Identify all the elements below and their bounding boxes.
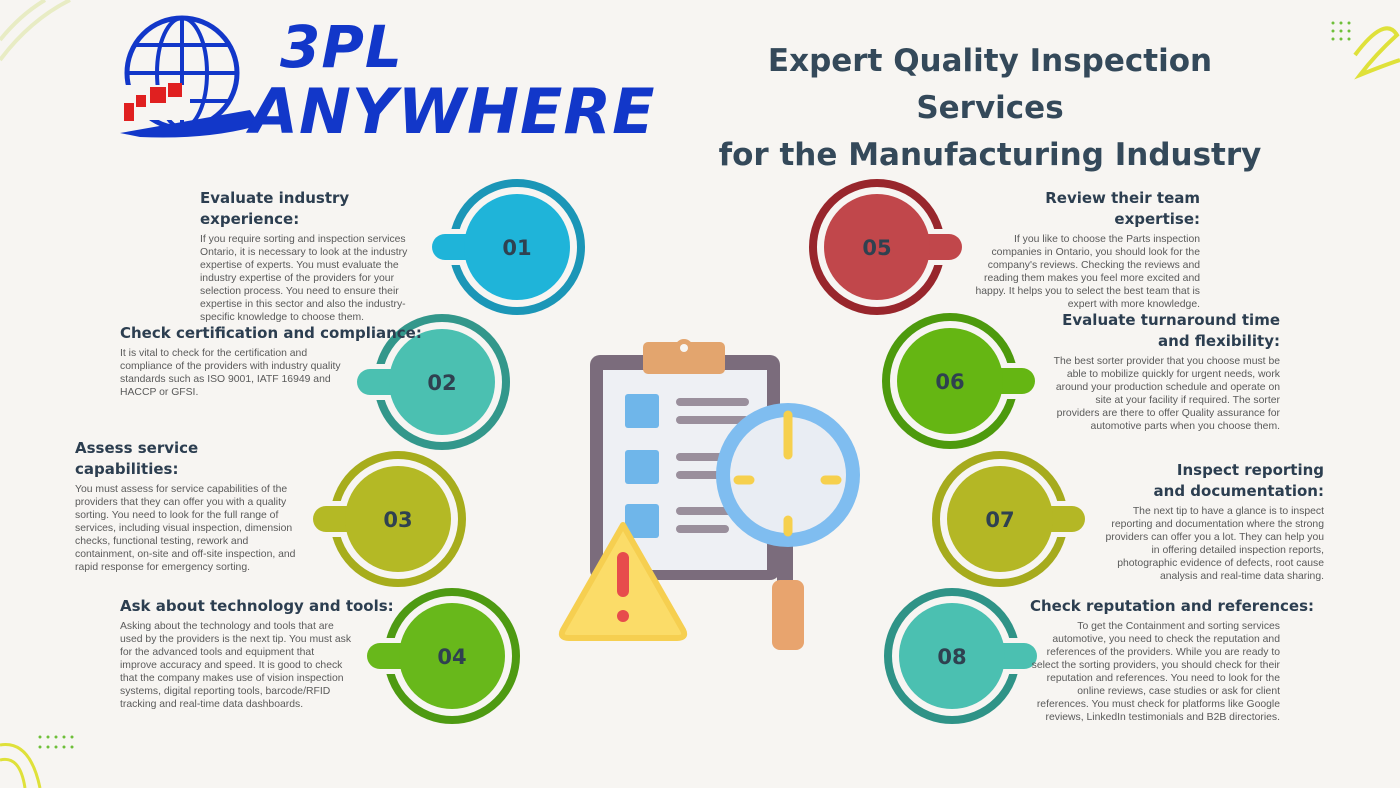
badge-number: 01 xyxy=(502,236,531,260)
badge-disc xyxy=(824,194,930,300)
tip-03: Assess service capabilities:You must ass… xyxy=(75,439,296,573)
badge-disc xyxy=(947,466,1053,572)
badge-disc xyxy=(345,466,451,572)
badge-disc xyxy=(399,603,505,709)
badge-number: 07 xyxy=(985,508,1014,532)
badge-number: 06 xyxy=(935,370,964,394)
badge-number: 02 xyxy=(427,371,456,395)
number-badge-04: 04 xyxy=(362,588,520,724)
badge-disc xyxy=(464,194,570,300)
decorative-swirl-icon xyxy=(0,735,74,788)
warning-icon xyxy=(558,522,688,641)
badge-disc xyxy=(897,328,1003,434)
badge-disc xyxy=(899,603,1005,709)
tip-01: Evaluate industry experience:If you requ… xyxy=(200,189,408,323)
logo: 3PL ANYWHERE xyxy=(110,13,680,148)
tip-06: Evaluate turnaround time and flexibility… xyxy=(1053,311,1280,432)
badge-number: 04 xyxy=(437,645,466,669)
badge-number: 05 xyxy=(862,236,891,260)
tip-08: Check reputation and references:To get t… xyxy=(1030,597,1315,723)
tip-07: Inspect reporting and documentation:The … xyxy=(1105,461,1324,582)
tip-04: Ask about technology and tools:Asking ab… xyxy=(120,597,394,710)
badge-disc xyxy=(389,329,495,435)
badge-number: 08 xyxy=(937,645,966,669)
number-badge-03: 03 xyxy=(308,451,466,587)
badge-number: 03 xyxy=(383,508,412,532)
page-title: Expert Quality Inspection Services for t… xyxy=(718,43,1262,173)
tip-02: Check certification and compliance:It is… xyxy=(120,324,422,398)
number-badge-07: 07 xyxy=(932,451,1090,587)
decorative-swirl-icon xyxy=(1331,21,1400,80)
decorative-swirl-icon xyxy=(0,0,71,62)
tip-05: Review their team expertise:If you like … xyxy=(975,189,1201,310)
number-badge-06: 06 xyxy=(882,313,1040,449)
number-badge-05: 05 xyxy=(809,179,967,315)
inspection-illustration xyxy=(558,339,860,650)
number-badge-08: 08 xyxy=(884,588,1042,724)
magnifier-icon xyxy=(716,403,860,650)
globe-ship-icon xyxy=(120,15,260,138)
number-badge-02: 02 xyxy=(352,314,510,450)
number-badge-01: 01 xyxy=(427,179,585,315)
